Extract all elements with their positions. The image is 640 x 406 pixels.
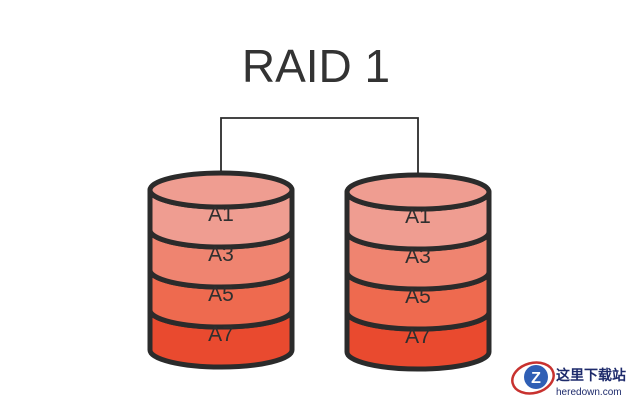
disk-right-block-label: A3 — [405, 245, 431, 268]
watermark-logo-icon: Z — [511, 361, 555, 395]
disk-right-block-label: A7 — [405, 325, 431, 348]
watermark-logo-letter: Z — [531, 370, 541, 387]
disk-right-block-label: A5 — [405, 285, 431, 308]
disk-left-block-label: A5 — [208, 283, 234, 306]
disk-right-block-label: A1 — [405, 205, 431, 228]
diagram-title: RAID 1 — [242, 40, 390, 92]
disk-left-top — [147, 170, 295, 210]
disk-left-block-label: A7 — [208, 323, 234, 346]
watermark: Z 这里下载站 heredown.com — [511, 361, 626, 398]
watermark-site-en: heredown.com — [556, 387, 622, 398]
mirror-connector — [220, 117, 419, 192]
disk-right-top — [344, 172, 492, 212]
disk-left-block-label: A3 — [208, 243, 234, 266]
disk-left-block-label: A1 — [208, 203, 234, 226]
watermark-site-cn: 这里下载站 — [556, 367, 626, 383]
